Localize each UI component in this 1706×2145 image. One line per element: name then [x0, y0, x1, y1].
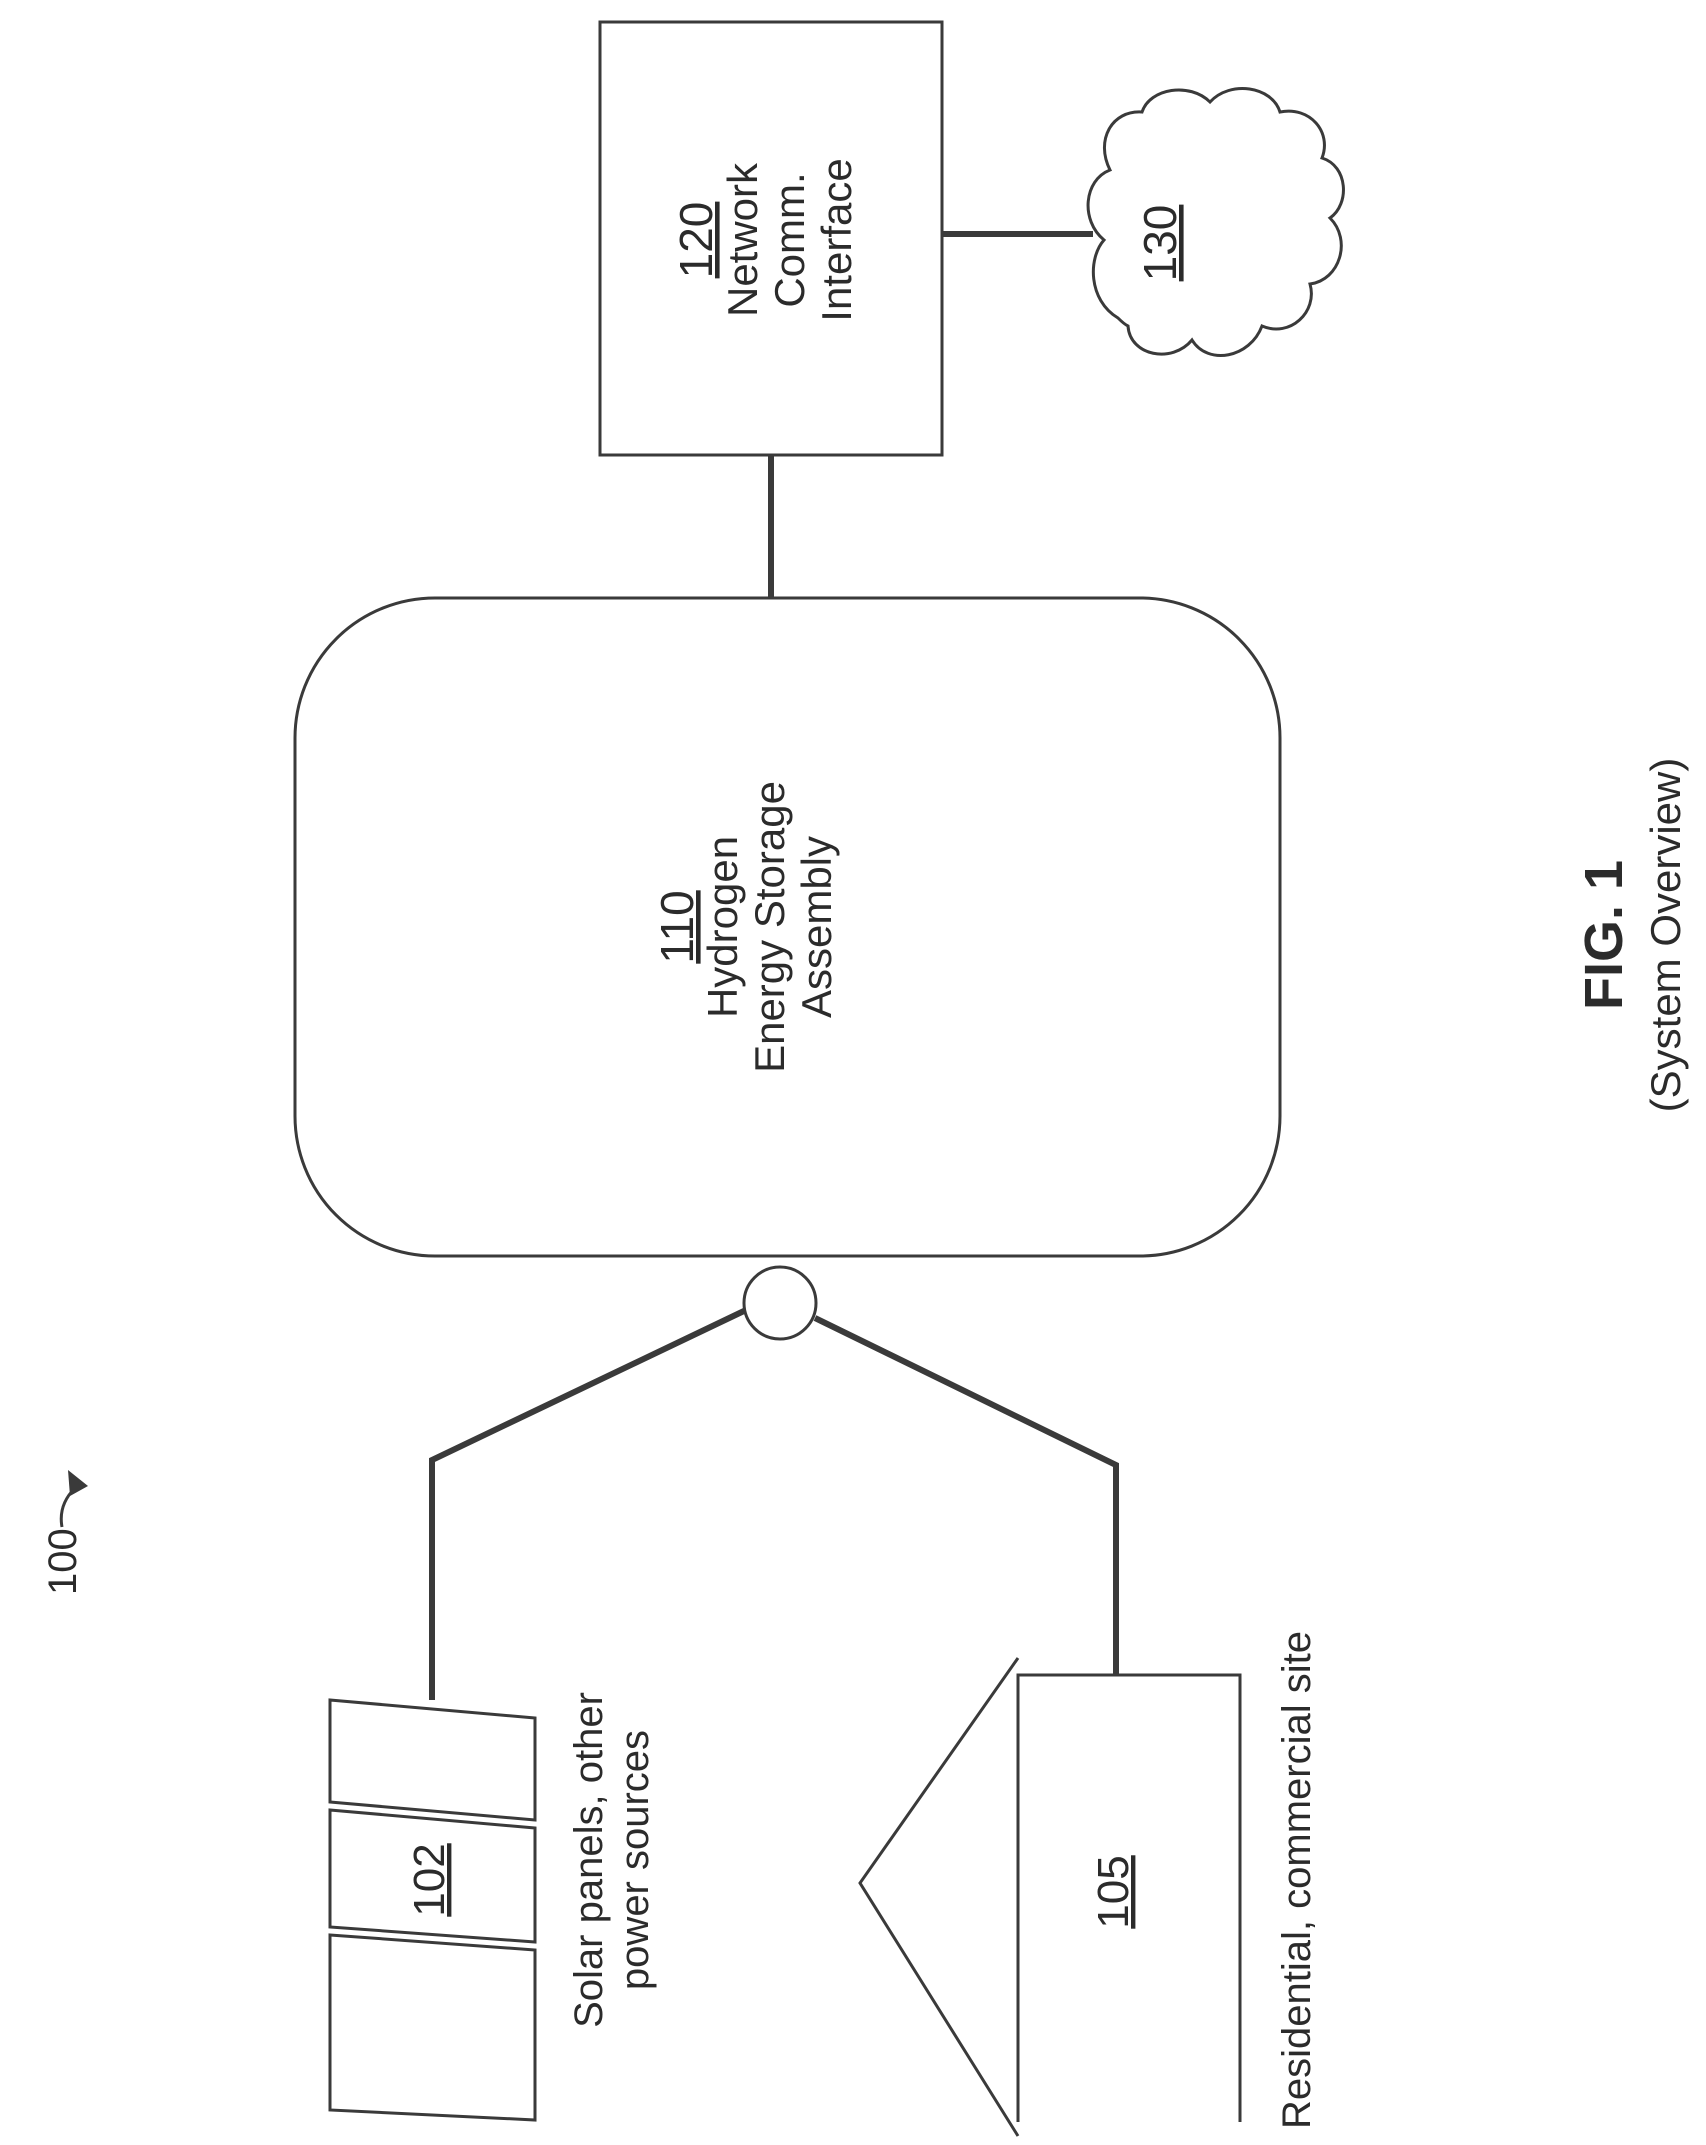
network-label-line2: Comm.	[766, 172, 813, 307]
solar-panels: 102	[330, 1700, 535, 2120]
network-comm-interface: 120 Network Comm. Interface	[600, 22, 942, 455]
solar-panel-1	[330, 1935, 535, 2120]
cloud-icon	[1088, 89, 1343, 356]
cloud-ref-number: 130	[1134, 205, 1186, 282]
solar-to-junction-line	[432, 1310, 746, 1700]
figure-label: FIG. 1	[1574, 860, 1634, 1010]
network-ref-number: 120	[670, 202, 722, 279]
figure-ref-100: 100	[41, 1470, 88, 1595]
hydrogen-label-line1: Hydrogen	[699, 836, 746, 1018]
site-caption: Residential, commercial site	[1275, 1631, 1319, 2129]
figure-ref-number: 100	[41, 1528, 85, 1595]
hydrogen-ref-number: 110	[651, 890, 703, 963]
network-label-line3: Interface	[813, 158, 860, 321]
solar-ref-number: 102	[405, 1843, 454, 1916]
solar-panel-3	[330, 1700, 535, 1820]
cloud-network: 130	[1088, 89, 1343, 356]
solar-caption-line2: power sources	[613, 1730, 657, 1990]
site-to-junction-line	[815, 1318, 1116, 1675]
junction-node	[744, 1267, 816, 1339]
figure-caption: (System Overview)	[1642, 758, 1689, 1113]
site-building: 105	[860, 1658, 1240, 2136]
figure-ref-arrowhead-icon	[68, 1470, 88, 1496]
network-label-line1: Network	[719, 162, 766, 317]
house-roof	[860, 1658, 1018, 2136]
solar-caption-line1: Solar panels, other	[567, 1692, 611, 2028]
hydrogen-label-line2: Energy Storage	[746, 781, 793, 1073]
site-ref-number: 105	[1089, 1855, 1138, 1928]
hydrogen-label-line3: Assembly	[793, 836, 840, 1018]
hydrogen-storage-assembly: 110 Hydrogen Energy Storage Assembly	[295, 598, 1280, 1256]
